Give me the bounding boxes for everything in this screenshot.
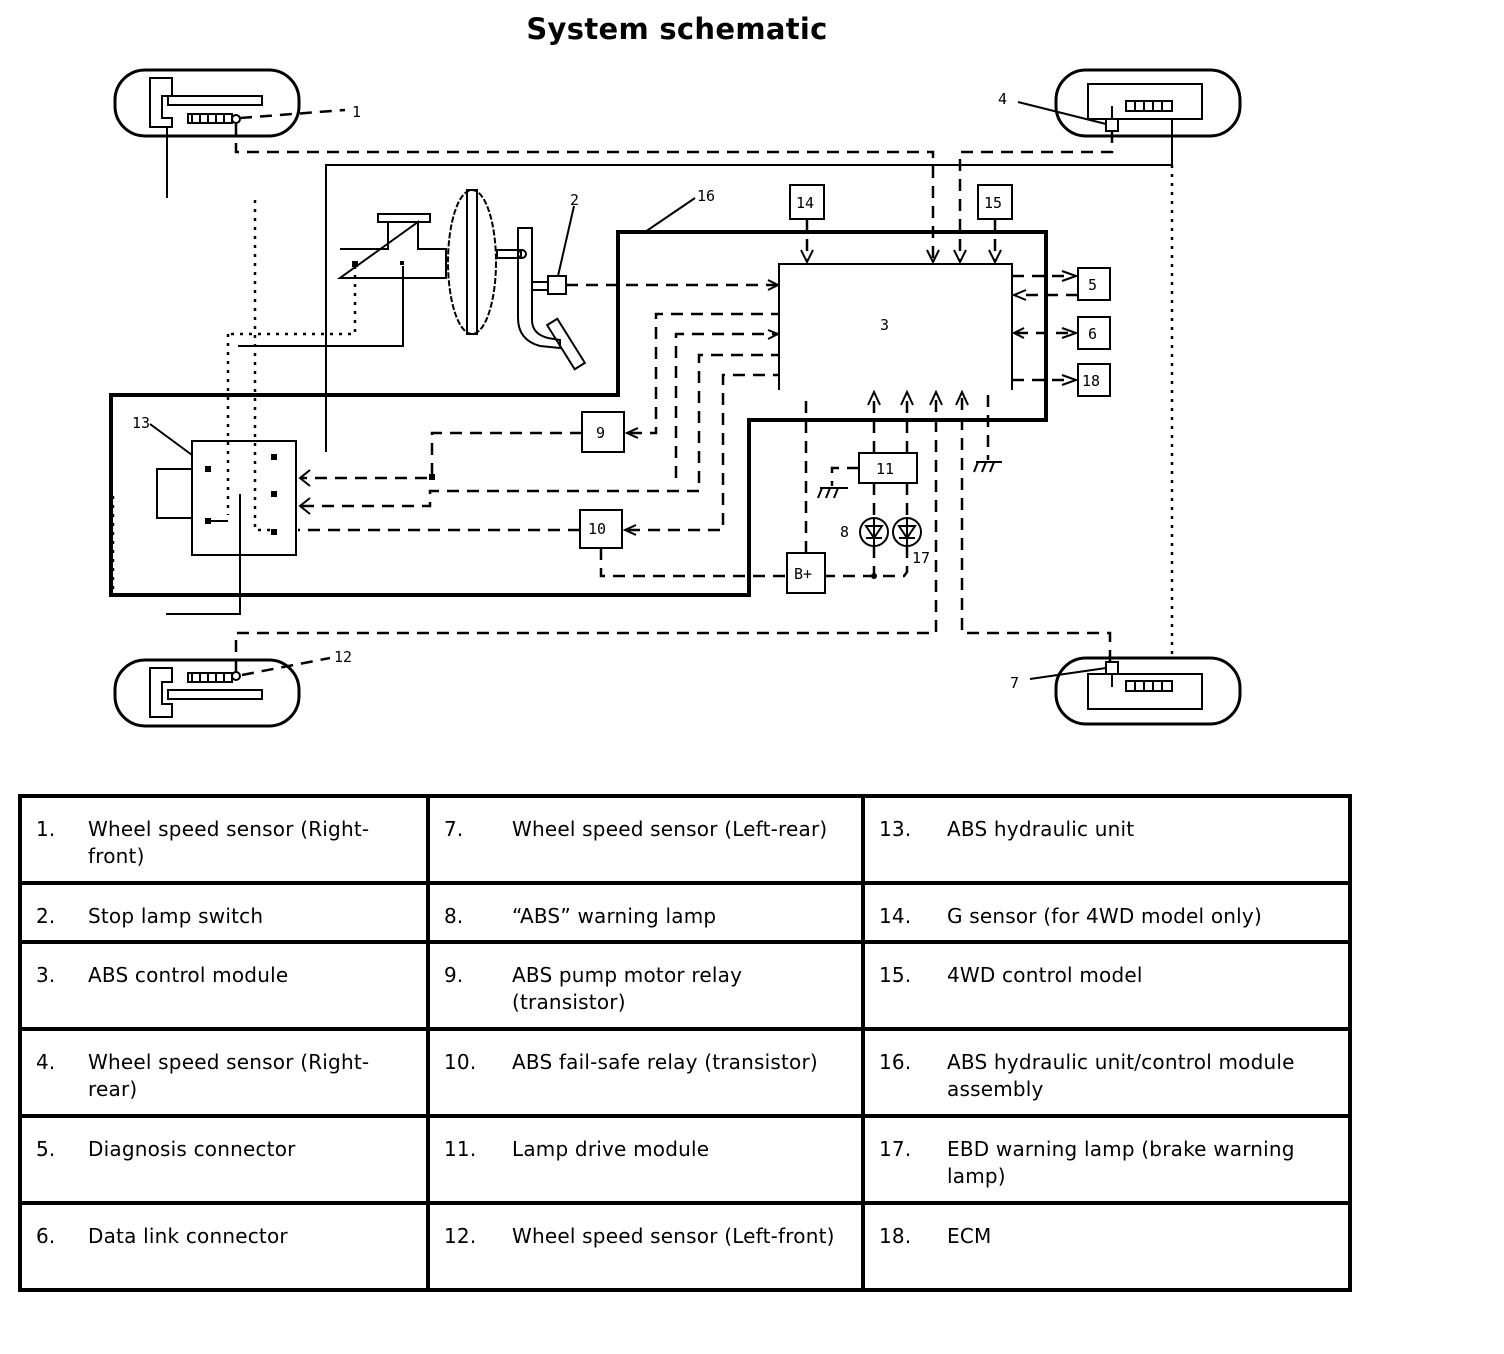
- callout-16: 16: [697, 187, 715, 205]
- ebd-warning-lamp-17: 17: [822, 483, 930, 579]
- callout-5: 5: [1088, 276, 1097, 294]
- callout-8: 8: [840, 523, 849, 541]
- callout-3: 3: [880, 316, 889, 334]
- abs-control-module-3: 3: [778, 263, 1013, 390]
- callout-13: 13: [132, 414, 150, 432]
- legend-item-10: 10.ABS fail-safe relay (transistor): [444, 1050, 818, 1074]
- ground-symbol: [973, 395, 1002, 473]
- wire-rr-sensor: [958, 131, 1114, 262]
- legend-item-11: 11.Lamp drive module: [444, 1137, 710, 1161]
- diagnosis-connector-5: 5: [1011, 267, 1111, 301]
- callout-1: 1: [352, 103, 361, 121]
- abs-warning-lamp-8: 8: [840, 483, 889, 576]
- legend-item-5: 5.Diagnosis connector: [36, 1137, 296, 1161]
- legend-row: 1.Wheel speed sensor (Right-front) 7.Whe…: [18, 794, 1352, 885]
- input-arrow: [767, 329, 781, 340]
- brake-pedal: [517, 227, 587, 371]
- pump-motor-relay-9: 9: [302, 312, 779, 480]
- legend-row: 6.Data link connector 12.Wheel speed sen…: [18, 1201, 1352, 1292]
- wire-lf-sensor: [234, 395, 938, 672]
- legend-item-2: 2.Stop lamp switch: [36, 904, 264, 928]
- callout-6: 6: [1088, 325, 1097, 343]
- page-title: System schematic: [526, 12, 828, 46]
- callout-4: 4: [998, 90, 1007, 108]
- 4wd-control-15: 15: [977, 184, 1013, 265]
- wire-lr-sensor: [960, 395, 1112, 662]
- legend-row: 2.Stop lamp switch 8.“ABS” warning lamp …: [18, 881, 1352, 944]
- callout-2: 2: [570, 191, 579, 209]
- callout-17: 17: [912, 549, 930, 567]
- legend-item-16: 16.ABS hydraulic unit/control module ass…: [879, 1050, 1295, 1101]
- abs-hydraulic-unit-13: 13: [132, 200, 311, 615]
- legend-item-9: 9.ABS pump motor relay (transistor): [444, 963, 743, 1014]
- callout-7: 7: [1010, 674, 1019, 692]
- callout-10: 10: [588, 520, 606, 538]
- legend-item-12: 12.Wheel speed sensor (Left-front): [444, 1224, 835, 1248]
- stop-lamp-switch: 2: [547, 191, 781, 295]
- legend-item-17: 17.EBD warning lamp (brake warning lamp): [879, 1137, 1295, 1188]
- legend-item-13: 13.ABS hydraulic unit: [879, 817, 1135, 841]
- callout-14: 14: [796, 194, 814, 212]
- callout-11: 11: [876, 460, 894, 478]
- label-bplus: B+: [794, 565, 812, 583]
- callout-18: 18: [1082, 372, 1100, 390]
- wire-rr-solid: [325, 119, 1173, 452]
- legend-row: 3.ABS control module 9.ABS pump motor re…: [18, 940, 1352, 1031]
- g-sensor-14: 14: [789, 184, 825, 265]
- callout-15: 15: [984, 194, 1002, 212]
- legend-item-15: 15.4WD control model: [879, 963, 1143, 987]
- legend-item-1: 1.Wheel speed sensor (Right-front): [36, 817, 370, 868]
- callout-9: 9: [596, 424, 605, 442]
- wire-rf-sensor: [234, 123, 935, 262]
- wheel-left-rear: 7: [1010, 656, 1242, 726]
- legend-item-14: 14.G sensor (for 4WD model only): [879, 904, 1262, 928]
- legend-item-3: 3.ABS control module: [36, 963, 289, 987]
- brake-booster: [447, 189, 527, 335]
- callout-12: 12: [334, 648, 352, 666]
- legend-item-18: 18.ECM: [879, 1224, 992, 1248]
- sensor-input-arrows: [926, 249, 967, 265]
- wire-hydraulic-3: [674, 332, 779, 478]
- legend-row: 4.Wheel speed sensor (Right-rear) 10.ABS…: [18, 1027, 1352, 1118]
- lamp-drive-module-11: 11: [817, 389, 969, 499]
- wire-hydraulic-2: [302, 353, 779, 508]
- legend-item-7: 7.Wheel speed sensor (Left-rear): [444, 817, 828, 841]
- battery-positive: B+: [786, 395, 826, 594]
- data-link-connector-6: 6: [1011, 316, 1111, 350]
- fail-safe-relay-10: 10: [298, 373, 786, 578]
- master-cylinder: [228, 213, 447, 347]
- component-legend-table: 1.Wheel speed sensor (Right-front) 7.Whe…: [18, 794, 1352, 1292]
- legend-item-6: 6.Data link connector: [36, 1224, 288, 1248]
- legend-row: 5.Diagnosis connector 11.Lamp drive modu…: [18, 1114, 1352, 1205]
- legend-item-4: 4.Wheel speed sensor (Right-rear): [36, 1050, 370, 1101]
- system-schematic-diagram: 1 4 12 7: [109, 68, 1242, 728]
- wheel-left-front: 12: [113, 648, 352, 728]
- legend-item-8: 8.“ABS” warning lamp: [444, 904, 717, 928]
- wheel-right-rear: 4: [998, 68, 1242, 138]
- ecm-18: 18: [1012, 363, 1111, 397]
- wheel-right-front: [113, 68, 301, 198]
- abs-assembly-16: 16: [109, 187, 1048, 597]
